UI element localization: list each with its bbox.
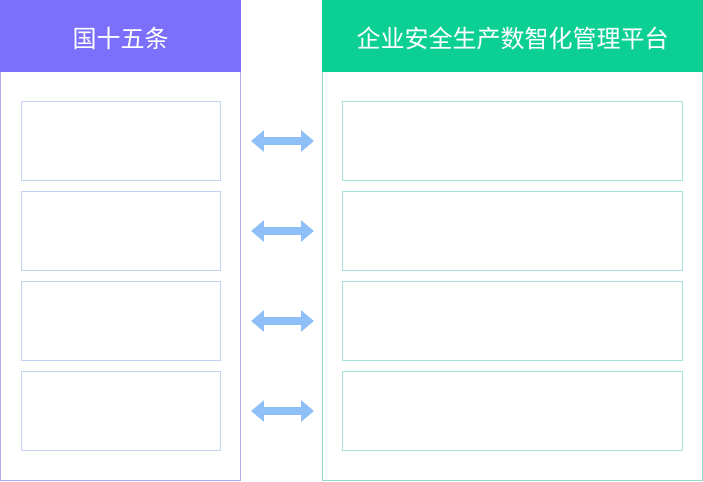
right-panel-header: 企业安全生产数智化管理平台 <box>322 0 703 72</box>
right-panel-title: 企业安全生产数智化管理平台 <box>356 24 669 53</box>
right-slot-1 <box>342 101 683 181</box>
double-arrow-icon <box>251 400 314 422</box>
double-arrow-icon <box>251 220 314 242</box>
right-slot-3 <box>342 281 683 361</box>
right-slot-4 <box>342 371 683 451</box>
left-slot-2 <box>21 191 221 271</box>
left-slot-3 <box>21 281 221 361</box>
double-arrow-icon <box>251 310 314 332</box>
left-panel-title: 国十五条 <box>72 24 169 53</box>
left-slot-1 <box>21 101 221 181</box>
left-panel-header: 国十五条 <box>0 0 241 72</box>
right-slot-2 <box>342 191 683 271</box>
left-slot-4 <box>21 371 221 451</box>
double-arrow-icon <box>251 130 314 152</box>
